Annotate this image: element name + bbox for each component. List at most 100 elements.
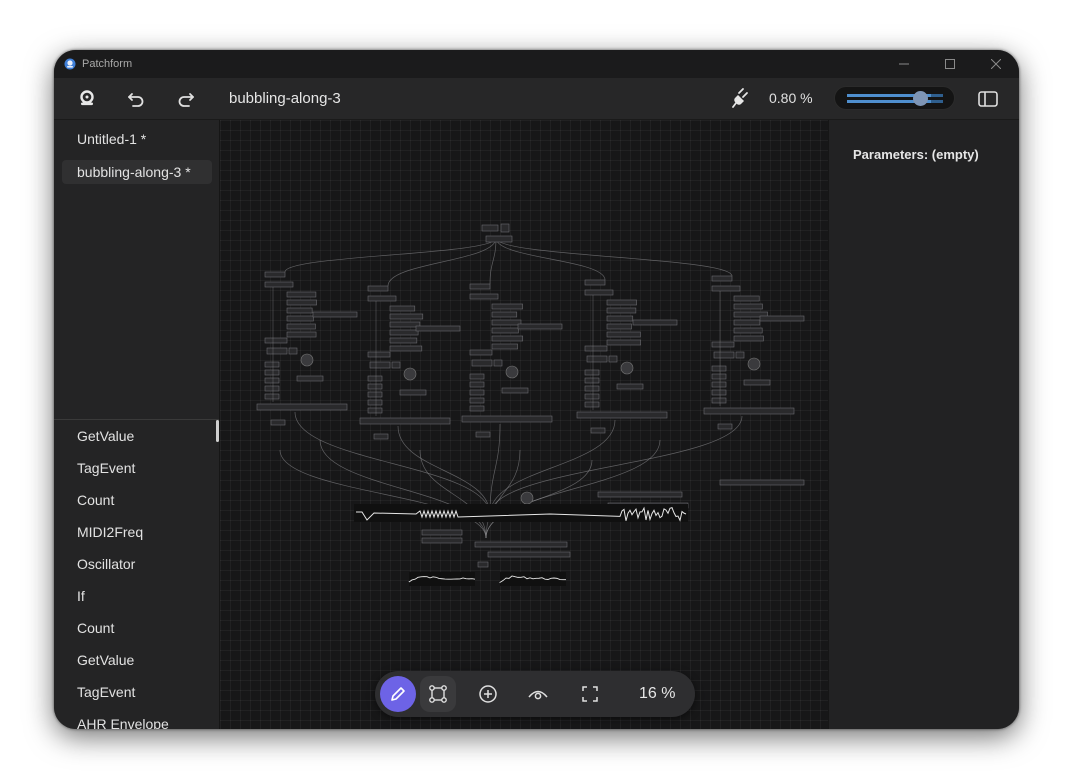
patch-node[interactable]	[421, 529, 463, 536]
patch-node[interactable]	[475, 431, 491, 438]
patch-node[interactable]	[389, 305, 416, 312]
patch-node[interactable]	[606, 315, 634, 322]
patch-node[interactable]	[733, 311, 768, 318]
patch-node[interactable]	[286, 307, 313, 314]
select-tool-button[interactable]	[420, 676, 456, 712]
patch-node[interactable]	[312, 311, 358, 318]
patch-node[interactable]	[606, 307, 637, 314]
node-item-oscillator[interactable]: Oscillator	[77, 556, 136, 572]
patch-canvas[interactable]: 16 %	[220, 120, 828, 729]
audio-engine-button[interactable]	[732, 87, 752, 114]
patch-node[interactable]	[606, 299, 637, 306]
patch-node[interactable]	[264, 377, 280, 384]
patch-node[interactable]	[606, 323, 632, 330]
patch-node[interactable]	[711, 397, 727, 404]
patch-node[interactable]	[481, 224, 499, 232]
patch-node[interactable]	[711, 365, 727, 372]
node-item-midi2freq[interactable]: MIDI2Freq	[77, 524, 144, 540]
patch-node[interactable]	[576, 411, 668, 419]
patch-node[interactable]	[389, 313, 424, 320]
patch-node[interactable]	[469, 373, 485, 380]
add-node-button[interactable]	[470, 676, 506, 712]
patch-node[interactable]	[474, 541, 568, 548]
node-item-getvalue[interactable]: GetValue	[77, 652, 135, 668]
patch-node[interactable]	[584, 401, 600, 408]
patch-node[interactable]	[264, 385, 280, 392]
patch-node[interactable]	[517, 323, 563, 330]
patch-node[interactable]	[264, 271, 286, 278]
node-list-scrollbar[interactable]	[216, 420, 219, 442]
patch-node[interactable]	[711, 341, 735, 348]
patch-node[interactable]	[733, 335, 764, 342]
patch-node[interactable]	[367, 295, 397, 302]
patch-node[interactable]	[606, 339, 641, 346]
patch-node[interactable]	[586, 355, 608, 363]
patch-node[interactable]	[500, 223, 510, 233]
volume-slider[interactable]	[834, 86, 955, 110]
patch-node[interactable]	[584, 385, 600, 392]
patch-node[interactable]	[415, 325, 461, 332]
patch-node[interactable]	[733, 295, 760, 302]
patch-node[interactable]	[359, 417, 451, 425]
document-tab-untitled-1[interactable]: Untitled-1 *	[77, 131, 147, 147]
patch-node[interactable]	[703, 407, 795, 415]
patch-node[interactable]	[590, 427, 606, 434]
patch-node[interactable]	[733, 327, 763, 334]
patch-node[interactable]	[264, 369, 280, 376]
redo-button[interactable]	[173, 86, 199, 112]
patch-node[interactable]	[367, 375, 383, 382]
patch-node[interactable]	[719, 479, 805, 486]
patch-node[interactable]	[491, 343, 518, 350]
patch-node[interactable]	[399, 389, 427, 396]
patch-node[interactable]	[469, 397, 485, 404]
patch-node[interactable]	[469, 381, 485, 388]
patch-node[interactable]	[717, 423, 733, 430]
patch-node[interactable]	[469, 349, 493, 356]
patch-node[interactable]	[266, 347, 288, 355]
patch-node[interactable]	[367, 383, 383, 390]
patch-node[interactable]	[743, 379, 771, 386]
patch-node[interactable]	[608, 355, 618, 363]
patch-node[interactable]	[584, 289, 614, 296]
fit-view-button[interactable]	[572, 676, 608, 712]
patch-node[interactable]	[584, 279, 606, 286]
menu-logo-button[interactable]	[74, 86, 100, 112]
patch-node[interactable]	[733, 303, 763, 310]
node-item-tagevent[interactable]: TagEvent	[77, 684, 136, 700]
patch-node[interactable]	[469, 405, 485, 412]
node-item-if[interactable]: If	[77, 588, 85, 604]
patch-node[interactable]	[477, 561, 489, 568]
patch-node[interactable]	[616, 383, 644, 390]
patch-node[interactable]	[584, 345, 608, 352]
patch-node[interactable]	[264, 337, 288, 344]
toggle-panel-button[interactable]	[975, 86, 1001, 112]
patch-node[interactable]	[606, 331, 641, 338]
patch-node[interactable]	[367, 407, 383, 414]
maximize-button[interactable]	[927, 50, 973, 78]
patch-node[interactable]	[711, 381, 727, 388]
patch-node[interactable]	[735, 351, 745, 359]
patch-node[interactable]	[256, 403, 348, 411]
close-button[interactable]	[973, 50, 1019, 78]
patch-node[interactable]	[373, 433, 389, 440]
patch-node[interactable]	[632, 319, 678, 326]
patch-node[interactable]	[711, 275, 733, 282]
patch-node[interactable]	[367, 285, 389, 292]
patch-node[interactable]	[491, 319, 522, 326]
patch-node[interactable]	[759, 315, 805, 322]
patch-node[interactable]	[461, 415, 553, 423]
patch-node[interactable]	[389, 345, 423, 352]
patch-node[interactable]	[286, 299, 317, 306]
patch-node[interactable]	[711, 389, 727, 396]
patch-node[interactable]	[491, 311, 518, 318]
patch-node[interactable]	[491, 303, 523, 310]
patch-node[interactable]	[584, 393, 600, 400]
patch-node[interactable]	[733, 319, 761, 326]
patch-node[interactable]	[369, 361, 391, 369]
patch-node[interactable]	[270, 419, 286, 426]
patch-node[interactable]	[421, 537, 463, 544]
node-item-tagevent[interactable]: TagEvent	[77, 460, 136, 476]
patch-node[interactable]	[584, 377, 600, 384]
patch-node[interactable]	[469, 389, 485, 396]
patch-graph[interactable]	[220, 120, 828, 729]
